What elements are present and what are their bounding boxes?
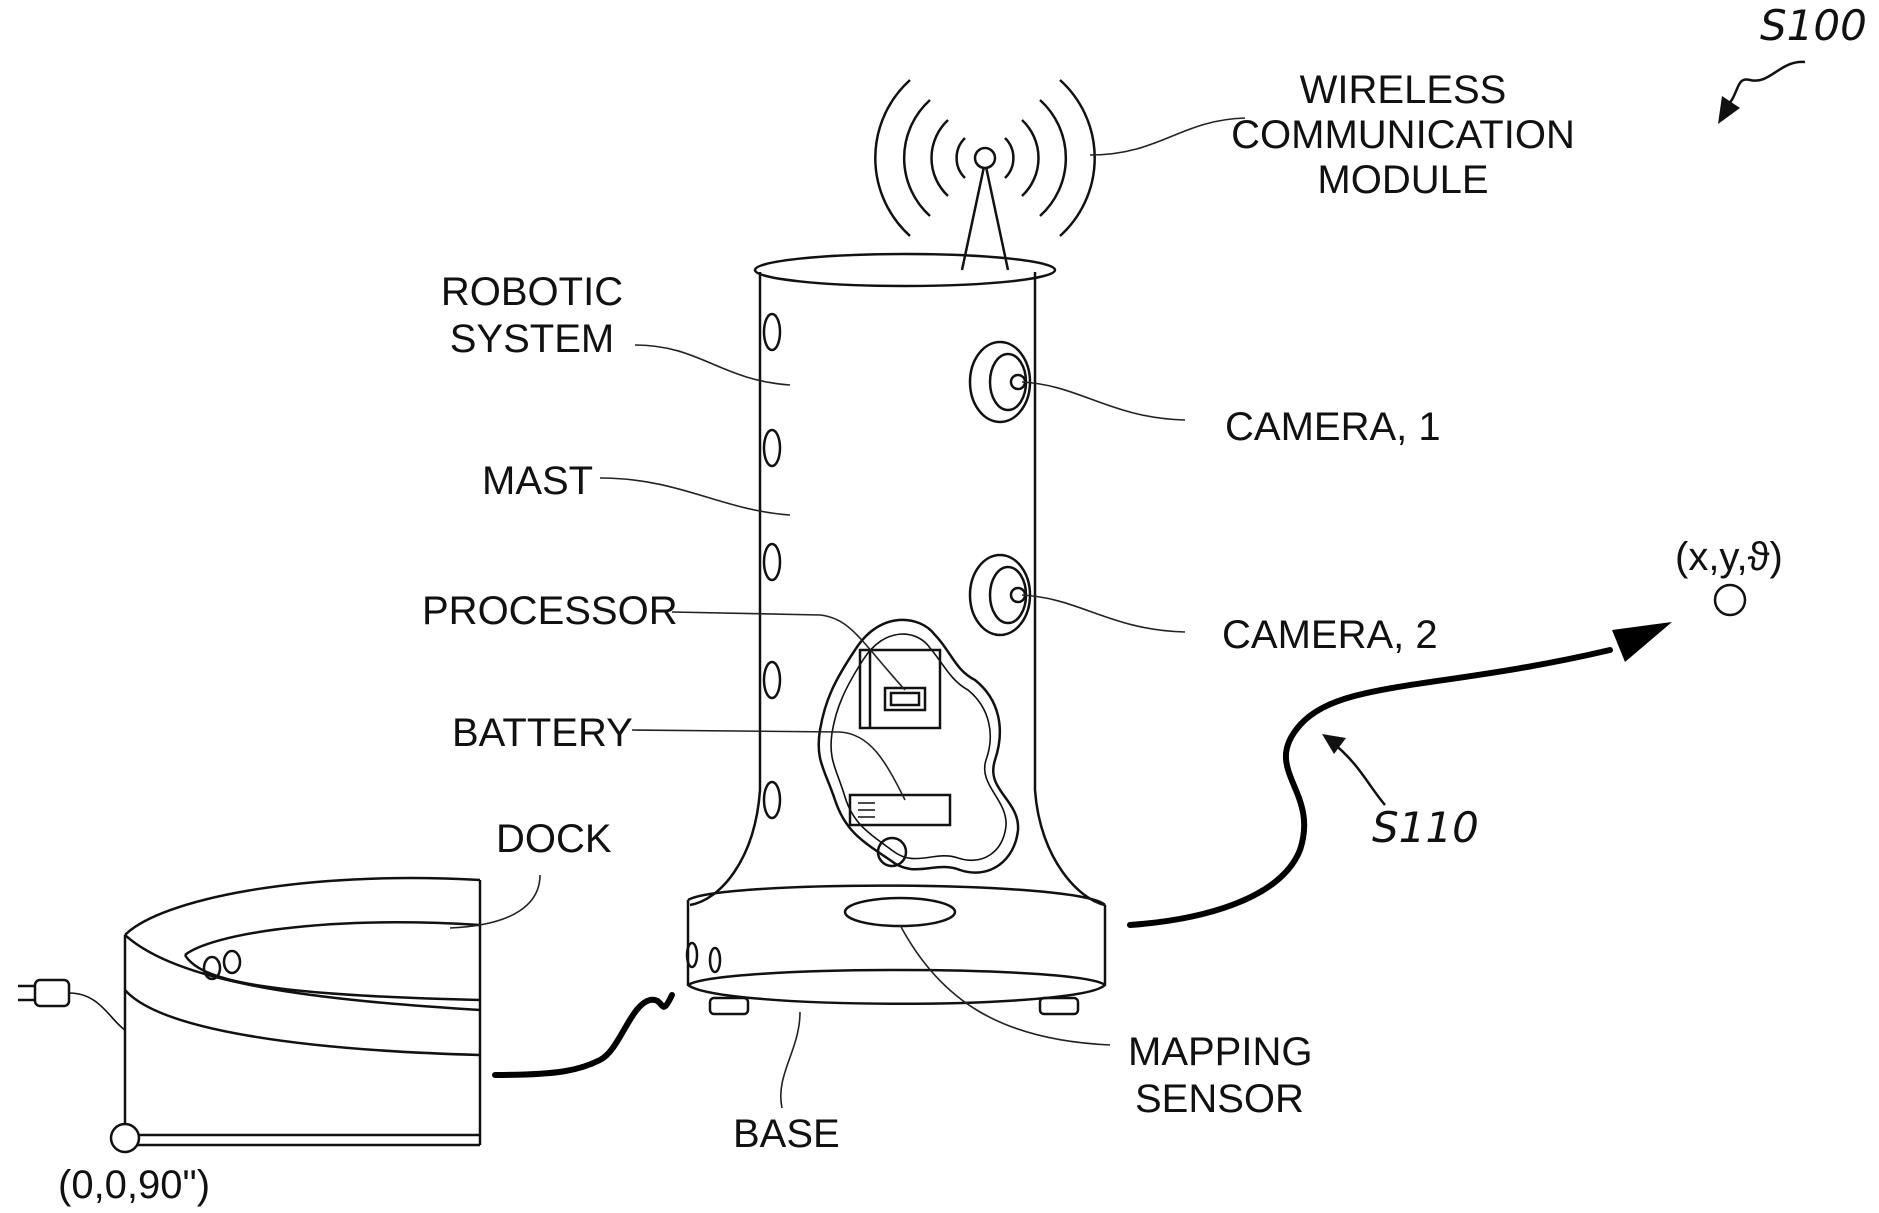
- mast-label: MAST: [482, 459, 593, 503]
- base-leader: [781, 1012, 800, 1108]
- mast-body: [690, 254, 1105, 905]
- power-plug: [18, 980, 125, 1030]
- navigation-path: [1130, 650, 1610, 925]
- target-point: [1715, 585, 1745, 615]
- wireless-module-label: WIRELESS COMMUNICATION MODULE: [1231, 68, 1575, 202]
- antenna: [875, 80, 1094, 270]
- camera2-label: CAMERA, 2: [1222, 613, 1438, 657]
- s100-arrow-line: [1725, 62, 1805, 108]
- s110-leader: [1332, 742, 1385, 805]
- cutaway-interior: [819, 620, 1018, 873]
- camera-1-device: [970, 342, 1030, 422]
- dock-station: [111, 878, 480, 1152]
- figure-ref-s110: S110: [1372, 803, 1479, 852]
- dock-leader: [450, 875, 540, 928]
- processor-label: PROCESSOR: [422, 589, 678, 633]
- camera2-leader: [1022, 595, 1185, 632]
- wireless-leader: [1090, 118, 1245, 155]
- base-label: BASE: [733, 1112, 840, 1156]
- origin-coordinate-label: (0,0,90"): [58, 1163, 210, 1207]
- mapping-sensor-label: MAPPING SENSOR: [1128, 1030, 1312, 1121]
- dock-origin-point: [111, 1124, 139, 1152]
- robotic-system-label: ROBOTIC SYSTEM: [441, 270, 623, 361]
- dock-label: DOCK: [496, 817, 612, 861]
- svg-text:COMMUNICATION: COMMUNICATION: [1231, 113, 1575, 157]
- svg-text:WIRELESS: WIRELESS: [1300, 68, 1507, 112]
- s100-arrow-head: [1718, 96, 1740, 124]
- camera-2-device: [970, 555, 1030, 635]
- robot-base: [687, 886, 1105, 1014]
- navigation-arrow-head: [1612, 622, 1672, 662]
- robotic-leader: [635, 345, 790, 385]
- battery-label: BATTERY: [452, 711, 633, 755]
- svg-text:SYSTEM: SYSTEM: [450, 317, 614, 361]
- dock-cable: [495, 995, 672, 1075]
- target-coordinate-label: (x,y,ϑ): [1675, 535, 1783, 579]
- battery-pack: [850, 795, 950, 825]
- svg-text:SENSOR: SENSOR: [1135, 1077, 1304, 1121]
- figure-ref-s100: S100: [1760, 1, 1867, 50]
- mapping-leader: [900, 925, 1110, 1045]
- svg-text:ROBOTIC: ROBOTIC: [441, 270, 623, 314]
- camera1-label: CAMERA, 1: [1225, 405, 1441, 449]
- camera1-leader: [1022, 382, 1185, 420]
- battery-leader: [632, 730, 905, 800]
- svg-text:MODULE: MODULE: [1317, 158, 1488, 202]
- svg-text:MAPPING: MAPPING: [1128, 1030, 1312, 1074]
- processor-board: [860, 650, 940, 728]
- mast-leader: [600, 478, 790, 515]
